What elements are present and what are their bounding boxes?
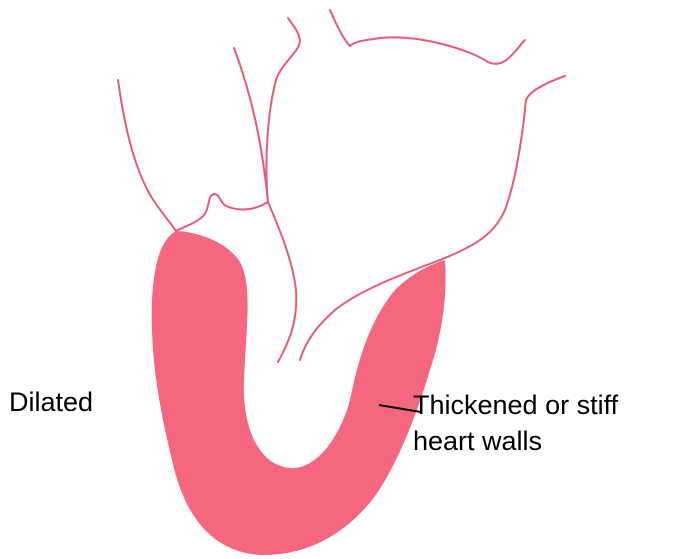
outline-notch xyxy=(176,194,268,231)
thickened-walls-label: Thickened or stiff heart walls xyxy=(413,387,618,459)
thickened-walls-label-line1: Thickened or stiff xyxy=(413,387,618,423)
outline-vessel-right xyxy=(266,18,300,202)
outline-septum xyxy=(268,202,296,362)
outline-right-atrium xyxy=(440,76,565,260)
outline-vessel-left xyxy=(234,48,268,202)
outline-aorta xyxy=(330,10,525,64)
dilated-label: Dilated xyxy=(9,384,93,420)
thickened-walls-label-line2: heart walls xyxy=(413,423,618,459)
outline-left-atrium xyxy=(118,80,176,231)
ventricle-wall xyxy=(152,231,446,555)
